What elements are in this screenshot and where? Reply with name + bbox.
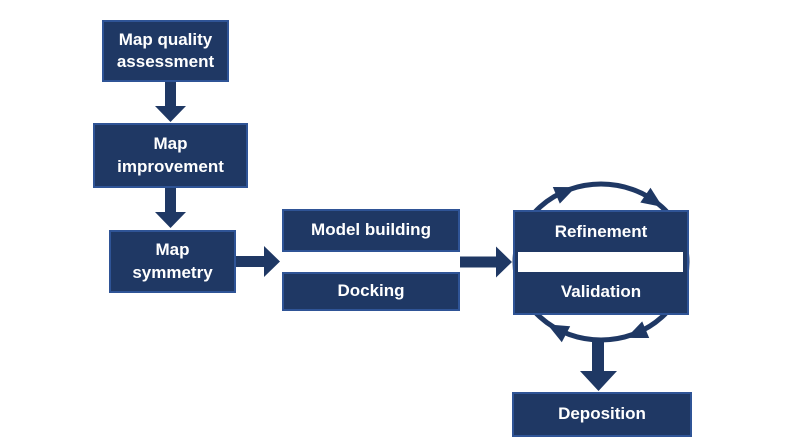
node-map-quality-assessment: Map quality assessment [102, 20, 229, 82]
arrow-modeling-to-refinement-icon [460, 246, 512, 278]
cycle-arrowhead-top-right-icon [640, 187, 663, 207]
node-map-improvement: Map improvement [93, 123, 248, 188]
node-deposition: Deposition [512, 392, 692, 437]
arrow-cycle-to-deposition-icon [580, 338, 617, 391]
cycle-arrowhead-bottom-left-icon [547, 324, 571, 343]
cycle-arrowhead-bottom-right-icon [626, 321, 650, 338]
node-model-building: Model building [282, 209, 460, 252]
node-refinement-validation-block: Refinement Validation [513, 210, 689, 315]
arrow-improvement-to-symmetry-icon [155, 188, 186, 228]
refinement-validation-divider [518, 252, 683, 272]
node-refinement: Refinement [554, 221, 648, 241]
arrow-symmetry-to-modeling-icon [236, 246, 280, 277]
node-map-symmetry: Map symmetry [109, 230, 236, 293]
node-docking: Docking [282, 272, 460, 311]
arrow-quality-to-improvement-icon [155, 82, 186, 122]
cycle-arrowhead-top-left-icon [552, 187, 576, 204]
node-validation: Validation [560, 282, 642, 302]
